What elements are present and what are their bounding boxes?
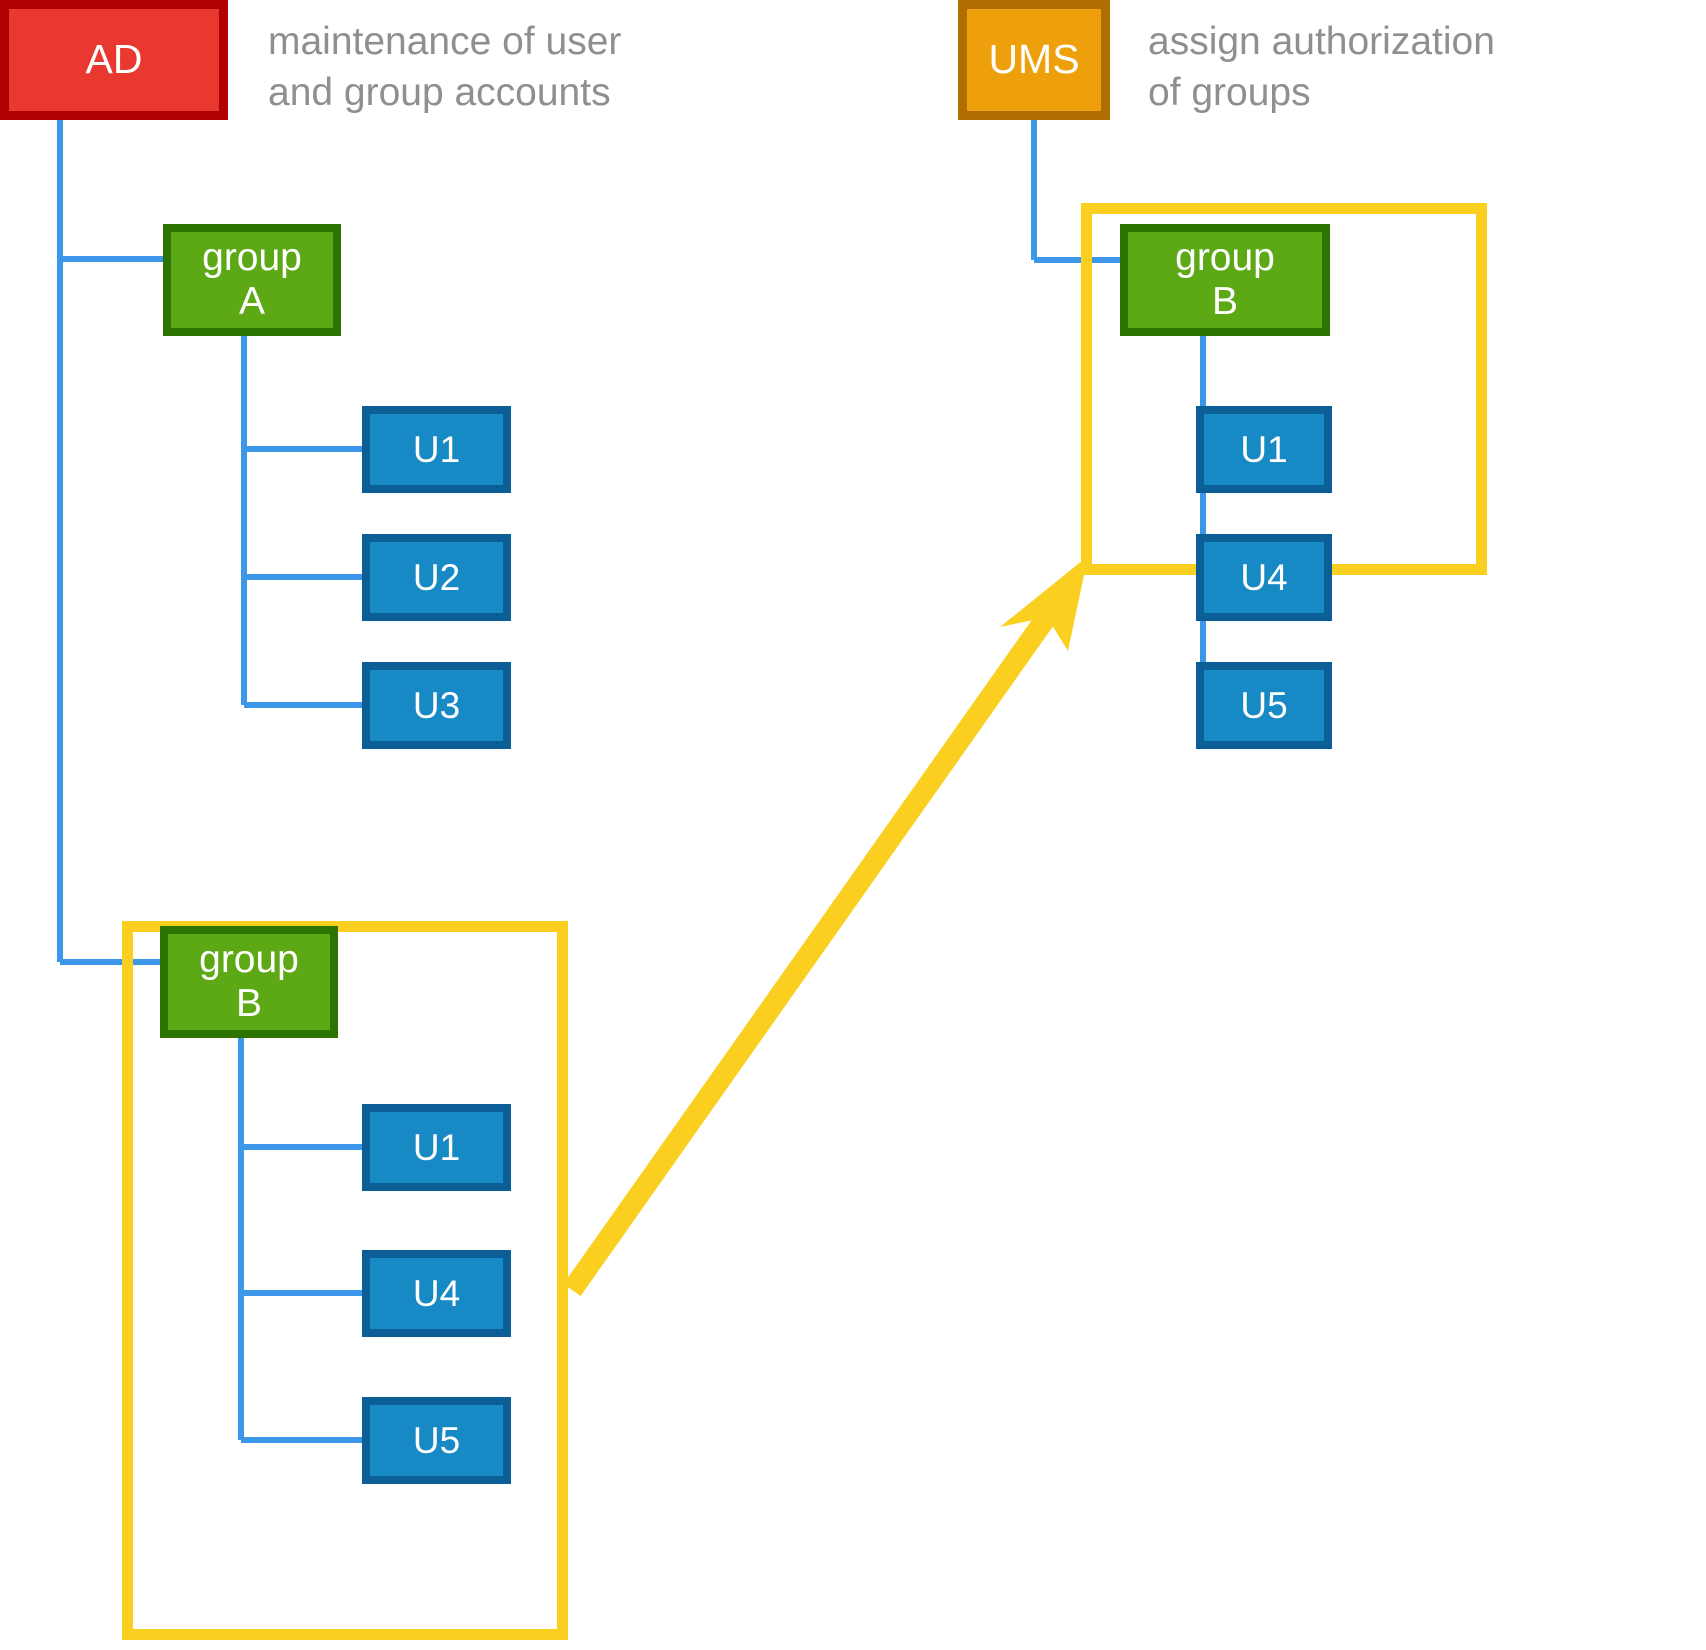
node-ad-group-b[interactable]: group B [160, 926, 338, 1038]
node-ad-group-b-user-2[interactable]: U5 [362, 1397, 511, 1484]
node-group-a-user-1[interactable]: U2 [362, 534, 511, 621]
node-ad-group-b-label: group B [199, 938, 299, 1025]
node-ums-group-b[interactable]: group B [1120, 224, 1330, 336]
node-ums-label: UMS [988, 36, 1080, 83]
node-ums-group-b-label: group B [1175, 236, 1275, 323]
node-ad-group-a-label: group A [202, 236, 302, 323]
node-group-a-user-2[interactable]: U3 [362, 662, 511, 749]
node-ad-group-b-user-2-label: U5 [412, 1419, 461, 1461]
node-ums-group-b-user-0-label: U1 [1240, 428, 1288, 470]
caption-ad: maintenance of user and group accounts [268, 20, 622, 115]
node-ad-group-b-user-0[interactable]: U1 [362, 1104, 511, 1191]
node-ad-group-a[interactable]: group A [163, 224, 341, 336]
node-ums-group-b-user-1[interactable]: U4 [1196, 534, 1332, 621]
node-ad[interactable]: AD [0, 0, 228, 120]
node-group-a-user-0[interactable]: U1 [362, 406, 511, 493]
node-group-a-user-0-label: U1 [412, 428, 461, 470]
node-ums[interactable]: UMS [958, 0, 1110, 120]
node-ums-group-b-user-1-label: U4 [1240, 556, 1288, 598]
node-ad-group-b-user-1-label: U4 [412, 1272, 461, 1314]
node-ad-group-b-user-1[interactable]: U4 [362, 1250, 511, 1337]
node-ad-label: AD [85, 36, 143, 83]
node-ums-group-b-user-2-label: U5 [1240, 684, 1288, 726]
caption-ums: assign authorization of groups [1148, 20, 1495, 115]
node-group-a-user-1-label: U2 [412, 556, 461, 598]
scope-frame-ad-group-b [122, 921, 568, 1640]
node-ums-group-b-user-2[interactable]: U5 [1196, 662, 1332, 749]
node-group-a-user-2-label: U3 [412, 684, 461, 726]
node-ums-group-b-user-0[interactable]: U1 [1196, 406, 1332, 493]
sync-arrow [563, 556, 1088, 1297]
node-ad-group-b-user-0-label: U1 [412, 1126, 461, 1168]
